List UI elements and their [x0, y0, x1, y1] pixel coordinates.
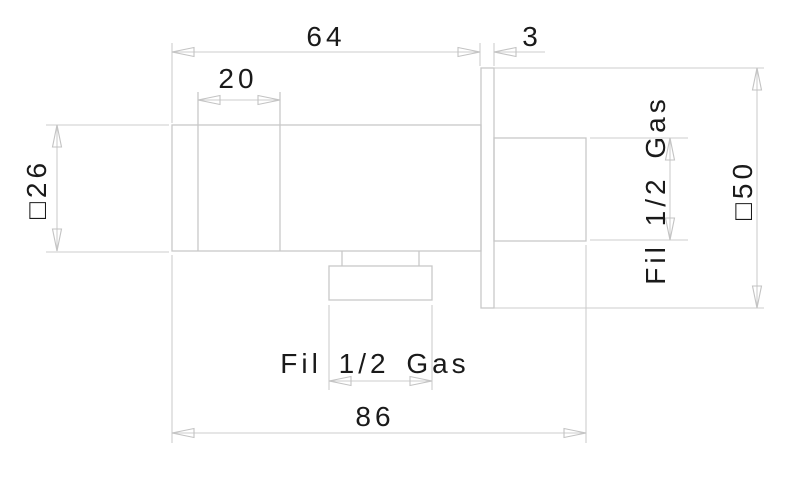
arrowhead-left — [171, 427, 195, 439]
valve-body-outline — [171, 124, 482, 252]
dimension-value: □26 — [21, 159, 52, 219]
part-outline — [171, 67, 587, 309]
wall-plate-outline — [480, 67, 495, 309]
arrowhead-up — [751, 67, 763, 91]
thread-callout: Fil 1/2 Gas — [640, 95, 671, 284]
arrowhead-left — [493, 46, 517, 58]
dimension-side-thread: Fil 1/2 Gas — [590, 95, 688, 285]
bottom-collar-outline — [328, 265, 433, 301]
dimension-value: □50 — [727, 160, 758, 220]
dimension-value: 3 — [522, 21, 542, 52]
arrowhead-right — [457, 46, 481, 58]
dimension-knob-width: 20 — [197, 63, 281, 106]
arrowhead-left — [328, 375, 352, 387]
dimension-body-length: 64 — [171, 21, 481, 123]
thread-callout: Fil 1/2 Gas — [280, 348, 469, 379]
dimension-value: 64 — [306, 21, 345, 52]
dimension-overall-length: 86 — [171, 245, 587, 443]
arrowhead-right — [409, 375, 433, 387]
dimension-body-square: □26 — [21, 124, 169, 253]
arrowhead-down — [751, 285, 763, 309]
side-thread-connector-outline — [493, 137, 587, 242]
arrowhead-right — [257, 94, 281, 106]
dimension-plate-thickness: 3 — [493, 21, 545, 66]
arrowhead-down — [664, 217, 676, 241]
arrowhead-up — [664, 137, 676, 161]
dimension-bottom-thread: Fil 1/2 Gas — [280, 305, 469, 390]
dimension-plate-square: □50 — [494, 67, 764, 309]
dimension-value: 86 — [355, 401, 394, 432]
arrowhead-up — [51, 124, 63, 148]
arrowhead-right — [563, 427, 587, 439]
dimension-value: 20 — [218, 63, 257, 94]
arrowhead-left — [197, 94, 221, 106]
arrowhead-down — [51, 228, 63, 252]
arrowhead-left — [171, 46, 195, 58]
